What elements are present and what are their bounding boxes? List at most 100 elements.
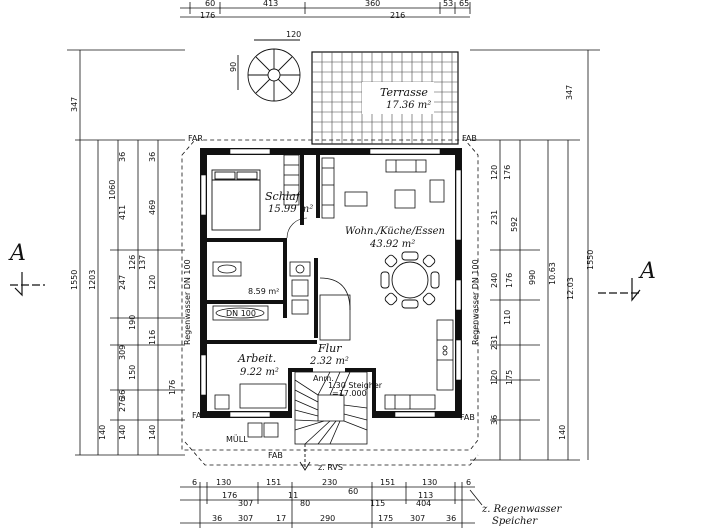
bedroom-label: Schlaf. <box>265 190 303 203</box>
section-mark-right <box>598 278 641 302</box>
dim-right-592: 592 <box>510 217 519 232</box>
dim-left-411: 411 <box>118 205 127 220</box>
dim-right-175: 175 <box>505 370 514 385</box>
terrace-label: Terrasse <box>380 86 428 99</box>
dim-left-116: 116 <box>148 330 157 345</box>
dim-bottom-r2-113: 113 <box>418 491 433 500</box>
dining-table <box>380 251 440 309</box>
dim-right-176b: 176 <box>503 165 512 180</box>
dim-bottom-r1-130a: 130 <box>216 478 231 487</box>
fab-bottom-right: FAB <box>460 413 475 422</box>
bedroom-bed <box>211 169 261 231</box>
dim-bottom-r1-6a: 6 <box>192 478 197 487</box>
dim-right-1063: 10.63 <box>548 262 557 285</box>
dim-left-347: 347 <box>70 97 79 112</box>
dim-right-990: 990 <box>528 270 537 285</box>
study-area: 9.22 m² <box>240 367 279 378</box>
dim-bottom-r3-17: 17 <box>276 514 286 523</box>
rvs-label: z. RVS <box>318 463 343 472</box>
dim-left-140: 140 <box>98 425 107 440</box>
dim-top-413: 413 <box>263 0 278 8</box>
bedroom-door-swing <box>286 217 308 239</box>
bottom-dimension-chains <box>180 482 475 528</box>
waste-bins <box>247 422 279 438</box>
dim-top-216: 216 <box>390 11 405 20</box>
dim-right-347: 347 <box>565 85 574 100</box>
fab-bottom-left: FAB <box>192 411 207 420</box>
fab-bottom-center: FAB <box>268 451 283 460</box>
main-stair <box>294 371 368 445</box>
bedroom-area: 15.99 m² <box>268 204 313 215</box>
dim-bottom-r2-404: 404 <box>416 499 431 508</box>
muell-label: MÜLL <box>226 434 248 444</box>
dim-bottom-r3-175: 175 <box>378 514 393 523</box>
dim-top-53: 53 <box>443 0 453 8</box>
fab-top-right: FAB <box>462 134 477 143</box>
dim-left-276: 276 <box>118 397 127 412</box>
dim-left-36a: 36 <box>118 152 127 162</box>
dim-bottom-r3-307a: 307 <box>238 514 253 523</box>
regenwasser-label: z. Regenwasser <box>481 504 563 515</box>
dim-right-1550: 1550 <box>586 250 595 270</box>
rainwater-right: Regenwasser DN 100 <box>471 259 480 345</box>
hallway-label: Flur <box>317 342 342 355</box>
living-area: 43.92 m² <box>369 239 415 250</box>
dim-left-309: 309 <box>118 345 127 360</box>
top-dimension-chain <box>180 2 471 18</box>
dim-left-120: 120 <box>148 275 157 290</box>
bedroom-wardrobe <box>283 154 300 206</box>
rvs-arrow <box>299 444 311 471</box>
inner-walls <box>207 150 376 418</box>
dim-right-240: 240 <box>490 273 499 288</box>
bath-area: 8.59 m² <box>248 287 279 296</box>
living-label: Wohn./Küche/Essen <box>345 226 445 237</box>
dim-left-1060: 1060 <box>108 180 117 200</box>
spiral-top-dim: 120 <box>286 30 301 39</box>
dim-bottom-r2-176: 176 <box>222 491 237 500</box>
dim-bottom-r2-11: 11 <box>288 491 298 500</box>
stair-note-1: Anm. <box>313 374 334 383</box>
regenwasser-pointer <box>469 489 483 506</box>
right-dimension-lines <box>470 49 600 461</box>
dim-top-176: 176 <box>200 11 215 20</box>
hallway-area: 2.32 m² <box>309 356 349 367</box>
section-label-left: A <box>8 241 26 266</box>
dim-bottom-r2-80: 80 <box>300 499 310 508</box>
left-dimension-lines <box>67 49 185 456</box>
bathroom-fixtures <box>212 261 311 321</box>
dim-left-469: 469 <box>148 200 157 215</box>
kitchen-counter <box>384 319 454 410</box>
dim-bottom-r1-230: 230 <box>322 478 337 487</box>
dim-bottom-r3-307b: 307 <box>410 514 425 523</box>
window-openings <box>200 148 462 418</box>
study-furniture <box>214 383 287 410</box>
dim-left-140b: 140 <box>118 425 127 440</box>
dim-left-247: 247 <box>118 275 127 290</box>
dim-right-36: 36 <box>490 415 499 425</box>
stair-note-2: 1.30 Steigher <box>328 381 383 390</box>
dim-bottom-r1-130b: 130 <box>422 478 437 487</box>
dim-right-120b: 120 <box>490 370 499 385</box>
dim-left-190: 190 <box>128 315 137 330</box>
dim-right-176: 176 <box>505 273 514 288</box>
dim-bottom-r3-290: 290 <box>320 514 335 523</box>
entry-curve <box>319 277 351 341</box>
dim-top-360: 360 <box>365 0 380 8</box>
dim-bottom-r1-151b: 151 <box>380 478 395 487</box>
living-sofa <box>321 157 445 219</box>
dim-left-150: 150 <box>128 365 137 380</box>
dim-right-110: 110 <box>503 310 512 325</box>
dim-bottom-r1-6b: 6 <box>466 478 471 487</box>
fab-top-left: FAR <box>188 134 203 143</box>
dim-left-140c: 140 <box>148 425 157 440</box>
terrace-area: 17.36 m² <box>386 100 431 111</box>
terrace <box>311 51 459 145</box>
dim-bottom-r1-151a: 151 <box>266 478 281 487</box>
spiral-stair <box>237 39 301 102</box>
dim-right-1203: 12.03 <box>566 277 575 300</box>
dim-top-60: 60 <box>205 0 215 8</box>
dim-bottom-r2-307: 307 <box>238 499 253 508</box>
dim-bottom-r3-36b: 36 <box>446 514 456 523</box>
dim-left-1203: 1203 <box>88 270 97 290</box>
